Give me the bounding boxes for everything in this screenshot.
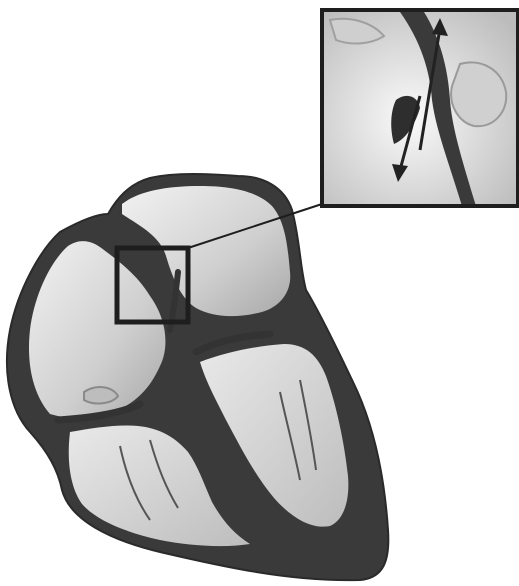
pulmonary-vein-opening: [84, 387, 118, 403]
inset-detail: [322, 10, 518, 206]
